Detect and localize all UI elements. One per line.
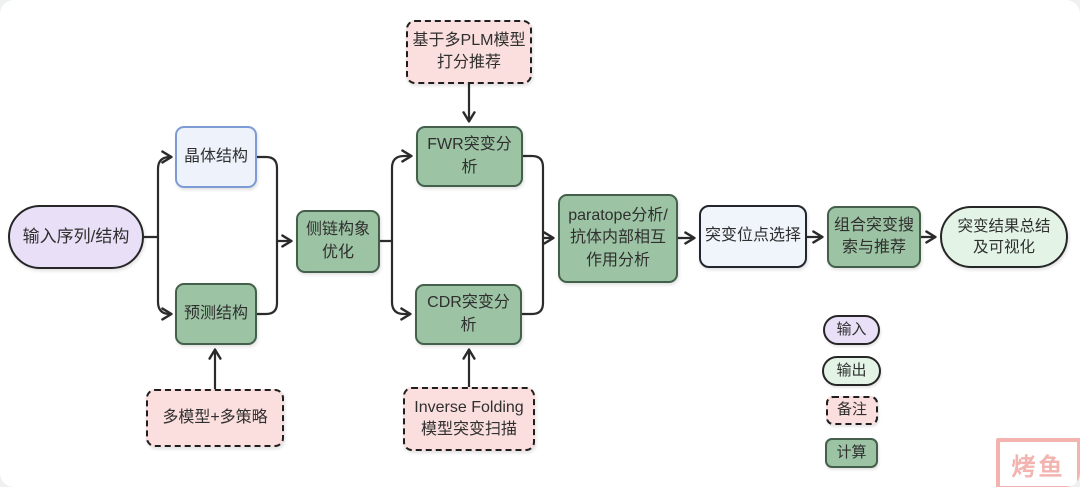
note-inverse-folding-scan: Inverse Folding 模型突变扫描 [403, 387, 535, 451]
node-sidechain-optimization: 侧链构象 优化 [296, 210, 380, 273]
legend-compute: 计算 [825, 438, 878, 468]
note-plm-scoring: 基于多PLM模型 打分推荐 [406, 20, 532, 84]
node-crystal-structure: 晶体结构 [175, 126, 257, 188]
node-mutation-site-selection: 突变位点选择 [699, 205, 807, 268]
node-paratope-analysis: paratope分析/ 抗体内部相互 作用分析 [558, 194, 678, 283]
node-input-sequence: 输入序列/结构 [8, 205, 144, 269]
node-cdr-mutation-analysis: CDR突变分析 [415, 284, 522, 345]
note-multi-model-strategy: 多模型+多策略 [146, 389, 284, 447]
node-predicted-structure: 预测结构 [175, 283, 257, 345]
node-fwr-mutation-analysis: FWR突变分析 [416, 126, 523, 187]
legend-input: 输入 [823, 315, 880, 345]
watermark-seal: 烤鱼 [996, 438, 1080, 487]
legend-note: 备注 [826, 396, 878, 425]
legend-output: 输出 [822, 356, 881, 386]
node-combinatorial-mutation-search: 组合突变搜 索与推荐 [827, 206, 921, 268]
node-mutation-result-summary: 突变结果总结 及可视化 [940, 206, 1068, 268]
